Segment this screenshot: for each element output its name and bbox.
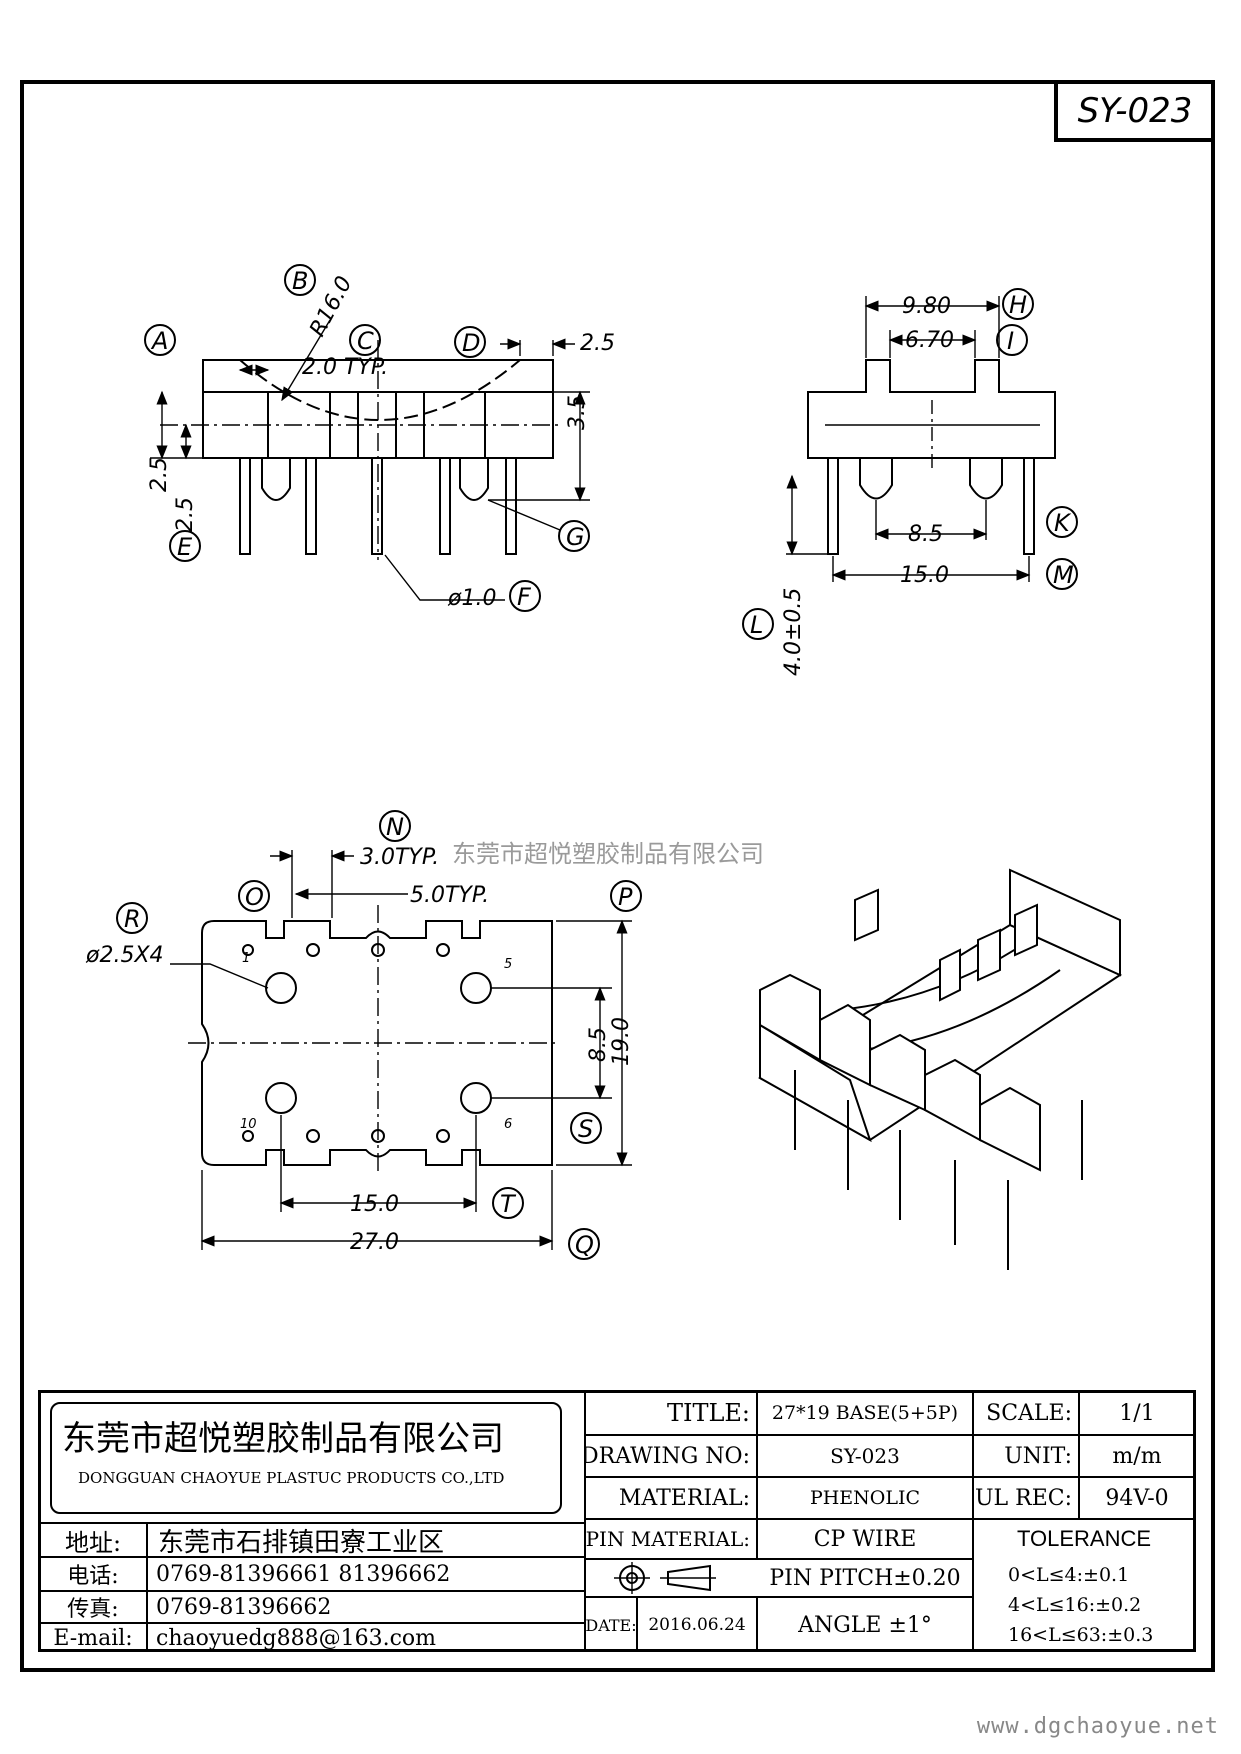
bottom-view: [116, 810, 642, 1260]
svg-text:N: N: [386, 813, 404, 841]
bottom-view-labels: N O P Q R S T 3.0TYP. 5.0TYP. ø2.5X4 8.5…: [85, 813, 634, 1259]
title-label: TITLE:: [666, 1399, 750, 1427]
pin-material-value: CP WIRE: [813, 1526, 917, 1552]
projection-symbol-icon: [614, 1562, 716, 1594]
svg-text:15.0: 15.0: [350, 1192, 399, 1217]
isometric-view: [758, 868, 1123, 1270]
svg-text:O: O: [245, 883, 264, 911]
phone-label: 电话:: [67, 1564, 119, 1589]
email-label: E-mail:: [53, 1625, 133, 1651]
pin-pitch: PIN PITCH±0.20: [769, 1565, 961, 1591]
watermark: 东莞市超悦塑胶制品有限公司: [452, 840, 764, 868]
svg-text:R16.0: R16.0: [305, 272, 357, 340]
svg-text:G: G: [566, 523, 585, 551]
phone-value: 0769-81396661 81396662: [156, 1561, 451, 1587]
svg-text:K: K: [1054, 509, 1072, 537]
svg-text:E: E: [177, 533, 193, 561]
ul-label: UL REC:: [974, 1485, 1072, 1511]
svg-text:1: 1: [242, 951, 250, 966]
email-value: chaoyuedg888@163.com: [156, 1625, 437, 1651]
company-name-en: DONGGUAN CHAOYUE PLASTUC PRODUCTS CO.,LT…: [78, 1469, 505, 1487]
svg-text:10: 10: [240, 1117, 257, 1132]
svg-text:P: P: [618, 883, 633, 911]
tolerance-label: TOLERANCE: [1016, 1526, 1152, 1551]
tolerance-row: 0<L≤4:±0.1: [1008, 1564, 1130, 1586]
address-value: 东莞市石排镇田寮工业区: [158, 1527, 445, 1557]
drawing-number-box: SY-023: [1054, 84, 1212, 142]
svg-text:5: 5: [504, 957, 512, 972]
svg-text:19.0: 19.0: [609, 1017, 634, 1066]
side-view-labels: A B C D E F G R16.0 2.0 TYP. 2.5 3.5 2.5…: [147, 267, 615, 611]
pin-material-label: PIN MATERIAL:: [586, 1527, 750, 1551]
svg-text:3.0TYP.: 3.0TYP.: [360, 845, 439, 870]
svg-text:S: S: [578, 1115, 593, 1143]
svg-text:B: B: [292, 267, 308, 295]
svg-text:C: C: [357, 327, 374, 355]
svg-text:F: F: [517, 583, 532, 611]
drawing-no-label: DRAWING NO:: [586, 1443, 750, 1469]
svg-text:T: T: [500, 1190, 517, 1218]
svg-text:27.0: 27.0: [350, 1230, 399, 1255]
svg-text:15.0: 15.0: [900, 563, 949, 588]
svg-text:6: 6: [504, 1117, 512, 1132]
svg-text:4.0±0.5: 4.0±0.5: [781, 588, 806, 676]
svg-text:3.5: 3.5: [565, 395, 590, 430]
angle-tolerance: ANGLE ±1°: [798, 1612, 932, 1638]
svg-text:2.5: 2.5: [173, 497, 198, 532]
website-url: www.dgchaoyue.net: [976, 1714, 1219, 1739]
svg-text:5.0TYP.: 5.0TYP.: [410, 883, 489, 908]
svg-text:A: A: [150, 327, 168, 355]
end-view-labels: H I K L M 9.80 6.70 8.5 15.0 4.0±0.5: [750, 291, 1074, 676]
title-value: 27*19 BASE(5+5P): [771, 1402, 959, 1424]
material-value: PHENOLIC: [809, 1487, 921, 1509]
fax-value: 0769-81396662: [156, 1594, 332, 1620]
svg-text:2.5: 2.5: [147, 457, 172, 492]
svg-text:8.5: 8.5: [586, 1027, 611, 1062]
company-name-cn: 东莞市超悦塑胶制品有限公司: [62, 1418, 504, 1459]
date-value: 2016.06.24: [648, 1615, 746, 1635]
svg-text:8.5: 8.5: [908, 522, 943, 547]
svg-text:I: I: [1007, 327, 1014, 355]
end-view: [742, 288, 1078, 640]
svg-text:ø2.5X4: ø2.5X4: [85, 943, 164, 968]
material-label: MATERIAL:: [618, 1485, 750, 1511]
svg-text:Q: Q: [575, 1231, 594, 1259]
scale-label: SCALE:: [986, 1400, 1072, 1426]
svg-text:R: R: [124, 905, 141, 933]
svg-text:2.5: 2.5: [580, 331, 615, 356]
svg-text:9.80: 9.80: [902, 294, 951, 319]
svg-text:H: H: [1009, 291, 1027, 319]
tolerance-row: 16<L≤63:±0.3: [1008, 1624, 1154, 1646]
tolerance-row: 4<L≤16:±0.2: [1008, 1594, 1142, 1616]
title-block: [38, 1390, 1196, 1652]
fax-label: 传真:: [67, 1597, 119, 1622]
svg-text:M: M: [1053, 561, 1074, 589]
unit-label: UNIT:: [1004, 1443, 1072, 1469]
svg-text:D: D: [462, 329, 480, 357]
svg-text:ø1.0: ø1.0: [447, 586, 496, 611]
company-box: [50, 1402, 562, 1514]
drawing-no-value: SY-023: [830, 1444, 900, 1468]
unit-value: m/m: [1112, 1443, 1162, 1469]
svg-text:L: L: [750, 611, 763, 639]
date-label: DATE:: [586, 1615, 636, 1635]
svg-text:6.70: 6.70: [905, 328, 954, 353]
drawing-frame: [20, 80, 1215, 1672]
address-label: 地址:: [64, 1528, 122, 1557]
scale-value: 1/1: [1119, 1400, 1155, 1426]
ul-value: 94V-0: [1105, 1485, 1169, 1511]
svg-text:2.0 TYP.: 2.0 TYP.: [302, 355, 388, 380]
side-view: [144, 264, 590, 612]
